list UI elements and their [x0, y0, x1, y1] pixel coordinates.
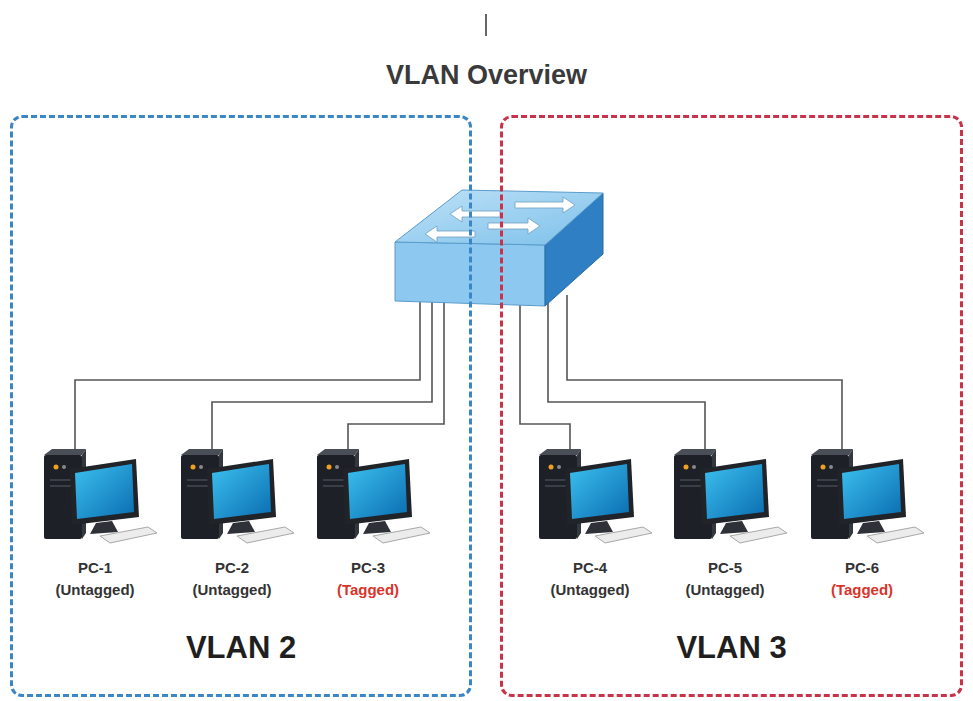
- wire: [212, 300, 432, 452]
- pc-icon: [674, 449, 787, 543]
- switch-top: [395, 190, 603, 245]
- pc-icon: [811, 449, 924, 543]
- pc-name: PC-5: [660, 557, 790, 579]
- pc-node: PC-2(Untagged): [167, 437, 297, 607]
- tag-mode: (Untagged): [525, 579, 655, 601]
- pc-node: PC-3(Tagged): [303, 437, 433, 607]
- vlan-group: VLAN 3PC-4(Untagged)PC-5(Untagged)PC-6(T…: [500, 115, 963, 697]
- pc-node: PC-1(Untagged): [30, 437, 160, 607]
- arrow: [450, 206, 500, 222]
- pc-name: PC-1: [30, 557, 160, 579]
- pc-node: PC-5(Untagged): [660, 437, 790, 607]
- diagram-title: VLAN Overview: [0, 60, 973, 91]
- pc-name: PC-6: [797, 557, 927, 579]
- wire: [567, 295, 842, 452]
- pc-node: PC-4(Untagged): [525, 437, 655, 607]
- pc-icon: [539, 449, 652, 543]
- cursor-mark: [485, 14, 487, 36]
- pc-icon: [44, 449, 157, 543]
- vlan-label: VLAN 2: [13, 630, 469, 666]
- pc-name: PC-4: [525, 557, 655, 579]
- tag-mode: (Untagged): [660, 579, 790, 601]
- pc-name: PC-2: [167, 557, 297, 579]
- wire: [75, 300, 420, 452]
- wire: [520, 300, 570, 452]
- pc-icon: [181, 449, 294, 543]
- arrow: [515, 197, 575, 213]
- vlan-label: VLAN 3: [503, 630, 960, 666]
- tag-mode: (Untagged): [30, 579, 160, 601]
- vlan-group: VLAN 2PC-1(Untagged)PC-2(Untagged)PC-3(T…: [10, 115, 472, 697]
- arrow: [425, 226, 475, 242]
- network-wires: [75, 295, 842, 452]
- pc-icon: [317, 449, 430, 543]
- pc-icons: [44, 449, 924, 543]
- wire: [348, 300, 444, 452]
- network-switch: [395, 190, 603, 306]
- pc-name: PC-3: [303, 557, 433, 579]
- pc-node: PC-6(Tagged): [797, 437, 927, 607]
- wire: [548, 300, 705, 452]
- tag-mode: (Tagged): [797, 579, 927, 601]
- tag-mode: (Untagged): [167, 579, 297, 601]
- tag-mode: (Tagged): [303, 579, 433, 601]
- arrow: [488, 218, 540, 234]
